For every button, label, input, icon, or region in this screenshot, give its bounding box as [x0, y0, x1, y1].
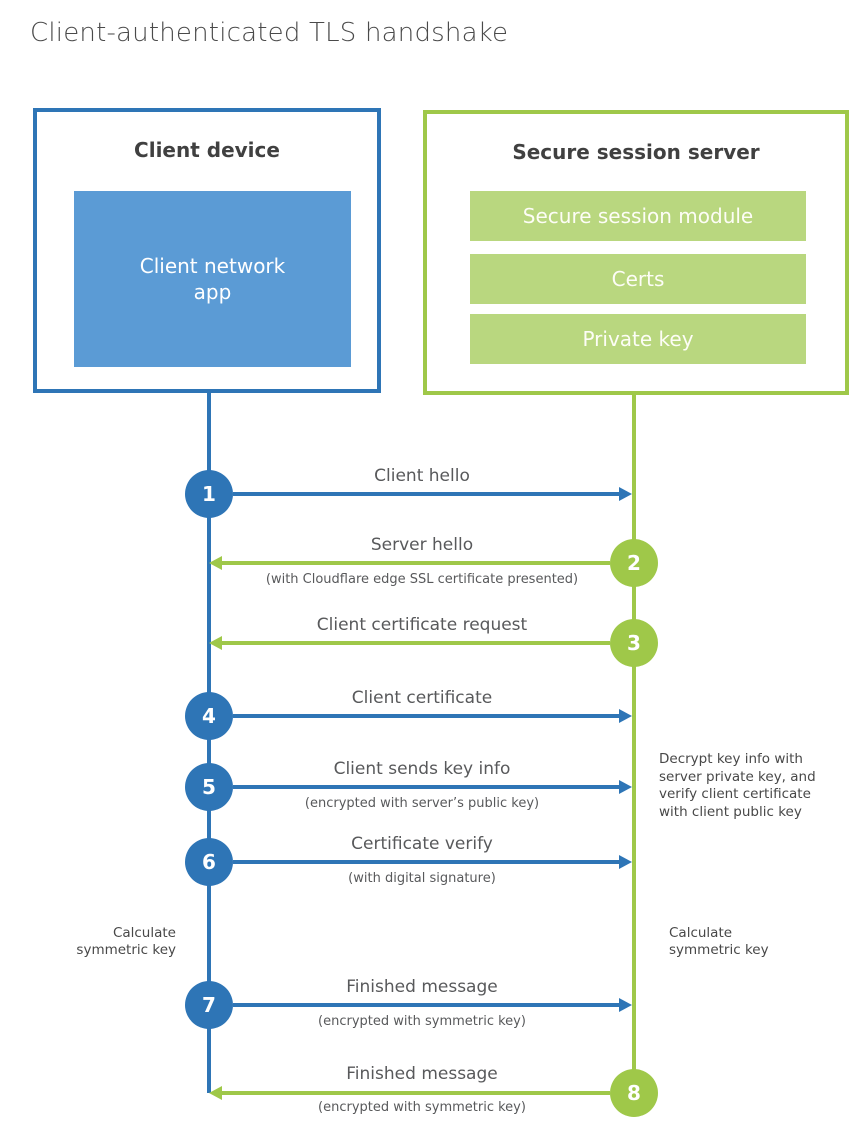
secure-session-server-title: Secure session server [512, 140, 760, 164]
step-8-arrowhead-icon [209, 1086, 222, 1100]
calculate-symmetric-key-note-client: Calculate symmetric key [76, 925, 176, 958]
step-6-arrowhead-icon [619, 855, 632, 869]
step-4-arrowhead-icon [619, 709, 632, 723]
step-6-sublabel: (with digital signature) [348, 871, 496, 886]
step-4-arrow-shaft [233, 714, 619, 718]
step-8-badge: 8 [610, 1069, 658, 1117]
certs-bar: Certs [470, 254, 806, 304]
step-2-sublabel: (with Cloudflare edge SSL certificate pr… [265, 572, 579, 587]
step-4-badge: 4 [185, 692, 233, 740]
step-5-badge: 5 [185, 763, 233, 811]
step-3-arrow-shaft [222, 641, 610, 645]
step-8-sublabel: (encrypted with symmetric key) [318, 1100, 526, 1115]
step-5-arrow-shaft [233, 785, 619, 789]
step-3-label: Client certificate request [316, 615, 528, 635]
step-1-label: Client hello [374, 466, 470, 486]
step-7-label: Finished message [346, 977, 498, 997]
step-6-label: Certificate verify [351, 834, 493, 854]
step-2-arrow-shaft [222, 561, 610, 565]
client-device-box: Client device Client network app [33, 108, 381, 393]
step-6-arrow-shaft [233, 860, 619, 864]
secure-session-module-bar: Secure session module [470, 191, 806, 241]
step-5-arrowhead-icon [619, 780, 632, 794]
step-2-badge: 2 [610, 539, 658, 587]
step-1-arrow-shaft [233, 492, 619, 496]
step-1-arrowhead-icon [619, 487, 632, 501]
step-1-badge: 1 [185, 470, 233, 518]
client-network-app-box: Client network app [74, 191, 351, 367]
step-2-arrowhead-icon [209, 556, 222, 570]
step-4-label: Client certificate [351, 688, 493, 708]
step-7-arrow-shaft [233, 1003, 619, 1007]
client-device-title: Client device [134, 138, 280, 162]
step-8-arrow-shaft [222, 1091, 610, 1095]
page-title: Client-authenticated TLS handshake [30, 18, 509, 48]
client-lifeline [207, 391, 211, 1093]
step-3-arrowhead-icon [209, 636, 222, 650]
server-lifeline [632, 393, 636, 1093]
step-8-label: Finished message [346, 1064, 498, 1084]
step-5-label: Client sends key info [333, 759, 511, 779]
step-5-sublabel: (encrypted with server’s public key) [304, 796, 540, 811]
decrypt-note: Decrypt key info with server private key… [659, 751, 816, 820]
private-key-bar: Private key [470, 314, 806, 364]
step-6-badge: 6 [185, 838, 233, 886]
step-2-label: Server hello [370, 535, 474, 555]
secure-session-server-box: Secure session server Secure session mod… [423, 110, 849, 395]
step-7-arrowhead-icon [619, 998, 632, 1012]
step-3-badge: 3 [610, 619, 658, 667]
calculate-symmetric-key-note-server: Calculate symmetric key [669, 925, 769, 958]
step-7-badge: 7 [185, 981, 233, 1029]
step-7-sublabel: (encrypted with symmetric key) [318, 1014, 526, 1029]
